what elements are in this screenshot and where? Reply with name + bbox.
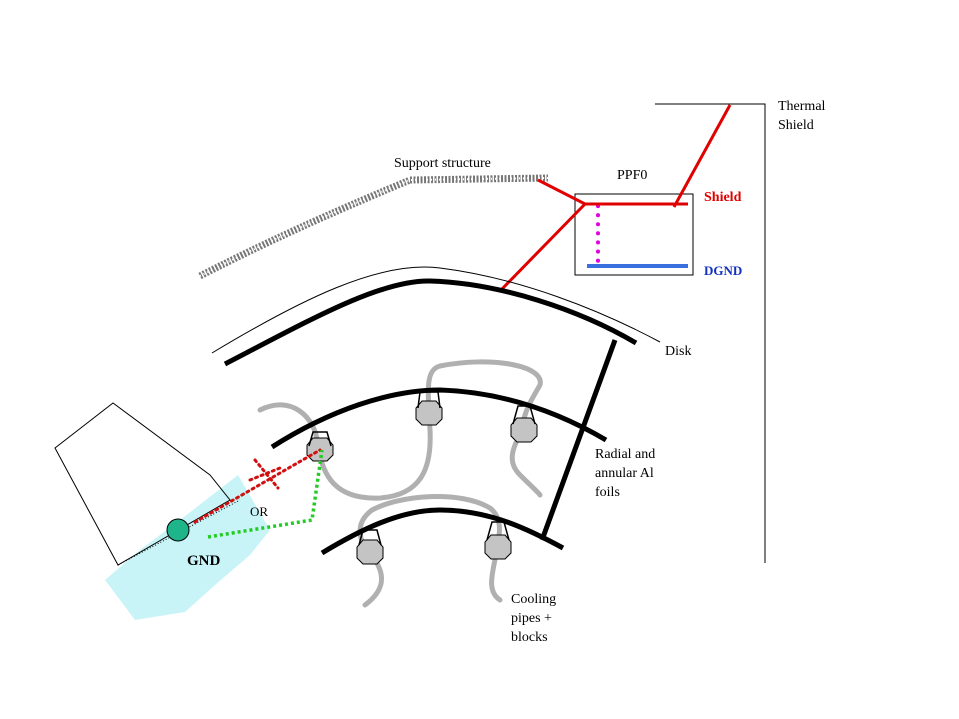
- shield-wires: [500, 104, 732, 291]
- ppf0-box: [574, 193, 694, 276]
- cooling-block-3: [510, 405, 538, 443]
- shield-wire-disk: [500, 202, 587, 291]
- detector-outline: [54, 402, 231, 566]
- disk-outline: [211, 266, 661, 354]
- cooling-blocks: [306, 391, 538, 565]
- cooling-block-4: [356, 529, 384, 565]
- cooling-block-5: [484, 521, 512, 560]
- dgnd-label: DGND: [704, 263, 743, 278]
- gnd-label: GND: [187, 553, 221, 569]
- green-dotted-link: [207, 449, 324, 539]
- disk-label: Disk: [665, 344, 692, 359]
- thermal-shield-label: Thermal Shield: [778, 99, 826, 133]
- shield-wire-main: [537, 178, 688, 206]
- support-structure: [198, 174, 549, 280]
- cooling-block-2: [415, 391, 443, 426]
- annular-foil-upper: [270, 387, 608, 450]
- support-structure-hatch: [199, 177, 549, 277]
- red-dotted-link: [193, 448, 322, 524]
- support-structure-label: Support structure: [394, 156, 491, 171]
- annular-foil-lower: [320, 507, 565, 556]
- cooling-pipe-2: [509, 427, 543, 498]
- thermal-shield-outline: [655, 103, 766, 563]
- ppf0-label: PPF0: [617, 168, 648, 183]
- shield-label: Shield: [704, 190, 742, 205]
- radial-foil: [539, 339, 618, 541]
- disk: [223, 278, 638, 367]
- gnd-region: [105, 475, 270, 620]
- gnd-node: [166, 518, 190, 542]
- or-label: OR: [250, 504, 269, 519]
- shield-wire-thermal: [672, 104, 732, 208]
- radial-annular-label: Radial and annular Al foils: [595, 447, 656, 500]
- cooling-label: Cooling pipes + blocks: [511, 592, 557, 645]
